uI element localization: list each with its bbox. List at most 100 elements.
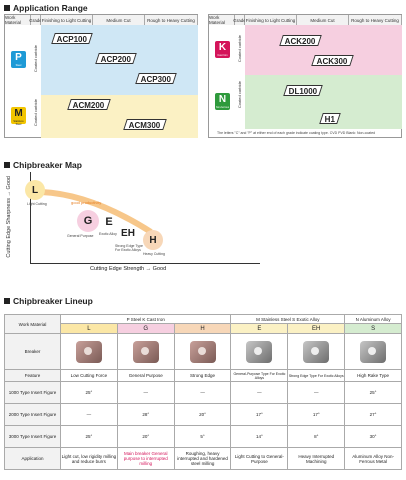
- cast-iron-band: [245, 25, 402, 75]
- section-application-range: Application Range: [4, 3, 88, 13]
- angle-cell: —: [287, 381, 346, 404]
- curve-label: good productivity: [71, 200, 102, 205]
- header-rough-right: Rough to Heavy Cutting: [349, 15, 402, 25]
- angle-cell: 25°: [60, 425, 118, 448]
- coating-label-steel: Coated carbide: [33, 45, 38, 73]
- row-label-application: Application: [4, 447, 61, 470]
- angle-cell: 28°: [116, 403, 175, 426]
- lineup-table: Work Material P Steel K Cast Iron M Stai…: [4, 314, 402, 470]
- row-label-feature: Feature: [4, 369, 61, 382]
- header-finishing-right: Finishing to Light Cutting: [245, 15, 297, 25]
- grade-acp200: ACP200: [95, 53, 138, 64]
- breaker-col-s: S: [344, 323, 402, 334]
- insert-image: [360, 340, 387, 363]
- grade-ack200: ACK200: [279, 35, 322, 46]
- material-group-p-k: P Steel K Cast Iron: [59, 314, 232, 324]
- angle-cell: 30°: [344, 425, 402, 448]
- application-cell: Roughing, heavy interrupted and hardened…: [173, 447, 232, 470]
- angle-cell: —: [60, 403, 118, 426]
- coating-label-nonferrous: Coated carbide: [237, 81, 242, 109]
- coating-label-stainless: Coated carbide: [33, 99, 38, 127]
- breaker-h-label: Heavy Cutting: [143, 252, 165, 256]
- row-label-3000: 3000 Type Insert Figure: [4, 425, 61, 448]
- grade-dl1000: DL1000: [283, 85, 324, 96]
- header-grade-right: Grade: [233, 15, 246, 25]
- material-group-m-s: M Stainless Steel S Exotic Alloy: [230, 314, 346, 324]
- insert-image: [75, 340, 102, 363]
- insert-image: [189, 340, 216, 363]
- breaker-col-e: E: [230, 323, 289, 334]
- application-cell: Main breaker General purpose to interrup…: [116, 447, 175, 470]
- feature-cell: General-Purpose Type For Exotic Alloys: [230, 369, 289, 382]
- breaker-e-label: Exotic Alloy: [99, 232, 117, 236]
- breaker-l-bubble: L: [25, 180, 45, 200]
- application-cell: Heavy Interrupted Machining: [287, 447, 346, 470]
- section-chipbreaker-lineup: Chipbreaker Lineup: [4, 296, 93, 306]
- feature-cell: Strong Edge: [173, 369, 232, 382]
- productivity-curve: [40, 189, 153, 235]
- insert-image: [60, 333, 118, 370]
- coating-label-cast-iron: Coated carbide: [237, 35, 242, 63]
- section-chipbreaker-map: Chipbreaker Map: [4, 160, 82, 170]
- row-label-breaker: Breaker: [4, 333, 61, 370]
- breaker-col-g: G: [116, 323, 175, 334]
- breaker-eh-bubble: EH: [119, 224, 137, 242]
- section-bullet-icon: [4, 298, 10, 304]
- range-left-table: Work Material Grade Finishing to Light C…: [4, 14, 198, 138]
- breaker-l-label: Light Cutting: [27, 202, 47, 206]
- coating-note: The letters "C" and "P" at either end of…: [217, 131, 376, 135]
- row-label-2000: 2000 Type Insert Figure: [4, 403, 61, 426]
- header-grade: Grade: [29, 15, 42, 25]
- insert-image: [173, 333, 232, 370]
- angle-cell: 5°: [173, 425, 232, 448]
- header-work-material-right: Work Material: [209, 15, 235, 25]
- work-material-cell: Work Material: [4, 314, 61, 334]
- angle-cell: 27°: [344, 403, 402, 426]
- grade-acp300: ACP300: [135, 73, 178, 84]
- section-bullet-icon: [4, 5, 10, 11]
- map-x-axis-label: Cutting Edge Strength → Good: [90, 266, 167, 272]
- stainless-band: [41, 95, 198, 138]
- grade-ack300: ACK300: [311, 55, 354, 66]
- feature-cell: Low Cutting Force: [60, 369, 118, 382]
- insert-image: [116, 333, 175, 370]
- feature-cell: Strong Edge Type For Exotic Alloys: [287, 369, 346, 382]
- header-finishing: Finishing to Light Cutting: [41, 15, 93, 25]
- application-cell: Light Cutting to General-Purpose: [230, 447, 289, 470]
- row-label-1000: 1000 Type Insert Figure: [4, 381, 61, 404]
- angle-cell: 25°: [60, 381, 118, 404]
- insert-image: [287, 333, 346, 370]
- insert-image: [303, 340, 330, 363]
- application-cell: Aluminum Alloy Non-Ferrous Metal: [344, 447, 402, 470]
- grade-h1: H1: [319, 113, 342, 124]
- map-y-axis-label: Cutting Edge Sharpness → Good: [6, 176, 12, 258]
- header-medium-right: Medium Cut: [297, 15, 349, 25]
- angle-cell: 17°: [230, 403, 289, 426]
- angle-cell: —: [230, 381, 289, 404]
- insert-image: [246, 340, 273, 363]
- breaker-col-eh: EH: [287, 323, 346, 334]
- header-work-material: Work Material: [5, 15, 31, 25]
- breaker-g-bubble: G: [77, 210, 99, 232]
- application-cell: Light cut, low rigidity milling and redu…: [60, 447, 118, 470]
- breaker-col-l: L: [60, 323, 118, 334]
- angle-cell: 14°: [230, 425, 289, 448]
- angle-cell: 20°: [173, 403, 232, 426]
- breaker-col-h: H: [173, 323, 232, 334]
- angle-cell: 17°: [287, 403, 346, 426]
- angle-cell: 8°: [287, 425, 346, 448]
- grade-acm200: ACM200: [67, 99, 111, 110]
- angle-cell: —: [116, 381, 175, 404]
- breaker-eh-label: Strong Edge Type For Exotic Alloys: [115, 244, 143, 252]
- insert-image: [230, 333, 289, 370]
- material-group-n: N Aluminum Alloy: [344, 314, 402, 324]
- header-rough: Rough to Heavy Cutting: [145, 15, 198, 25]
- feature-cell: High Rake Type: [344, 369, 402, 382]
- feature-cell: General Purpose: [116, 369, 175, 382]
- angle-cell: —: [173, 381, 232, 404]
- angle-cell: 20°: [116, 425, 175, 448]
